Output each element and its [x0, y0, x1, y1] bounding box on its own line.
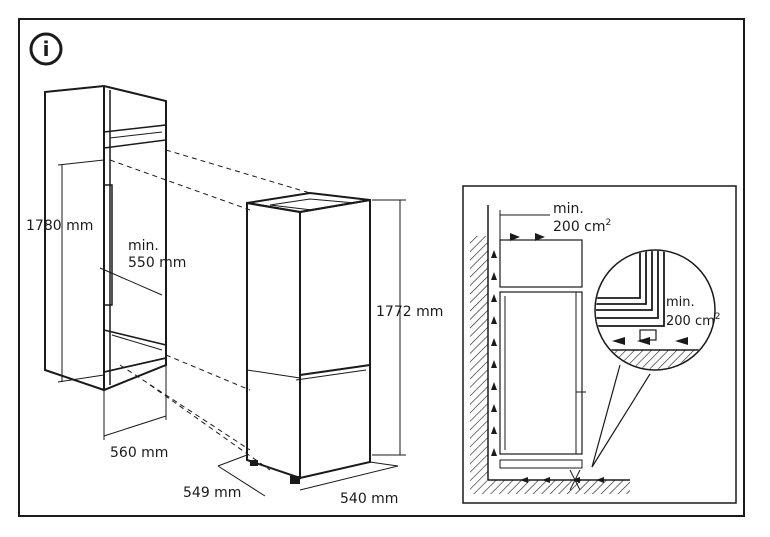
- detail-vent-label-line2: 200 cm2: [666, 312, 721, 329]
- cabinet-depth-label-line2: 550 mm: [128, 255, 186, 271]
- cabinet-depth-label-line1: min.: [128, 238, 159, 254]
- top-vent: min. 200 cm2: [499, 201, 611, 288]
- diagram-frame: [18, 18, 745, 517]
- fridge-width-dimension: 540 mm: [299, 461, 398, 507]
- fridge-height-label: 1772 mm: [376, 304, 443, 320]
- cabinet-width-dimension: 560 mm: [103, 365, 168, 461]
- fridge-drawing: [246, 191, 371, 484]
- svg-text:i: i: [43, 37, 50, 61]
- fridge-width-label: 540 mm: [340, 491, 398, 507]
- fridge-height-dimension: 1772 mm: [372, 199, 443, 456]
- top-vent-label-line1: min.: [553, 201, 584, 217]
- airflow-arrows-bottom: [520, 469, 604, 491]
- cabinet-height-dimension: 1780 mm: [26, 159, 105, 383]
- ventilation-panel: [462, 185, 737, 504]
- detail-vent-label-line1: min.: [666, 295, 695, 310]
- detail-magnifier: min. 200 cm2: [591, 249, 721, 468]
- top-vent-label-line2: 200 cm2: [553, 218, 611, 235]
- wall: [470, 205, 630, 494]
- fridge-depth-label: 549 mm: [183, 485, 241, 501]
- cabinet-width-label: 560 mm: [110, 445, 168, 461]
- installed-fridge: [499, 291, 586, 469]
- cabinet-height-label: 1780 mm: [26, 218, 93, 234]
- fridge-depth-dimension: 549 mm: [183, 454, 266, 501]
- info-icon: i: [29, 32, 63, 66]
- airflow-arrows-up: [491, 250, 497, 456]
- cabinet-depth-dimension: min. 550 mm: [99, 238, 186, 296]
- projection-lines: [109, 149, 311, 471]
